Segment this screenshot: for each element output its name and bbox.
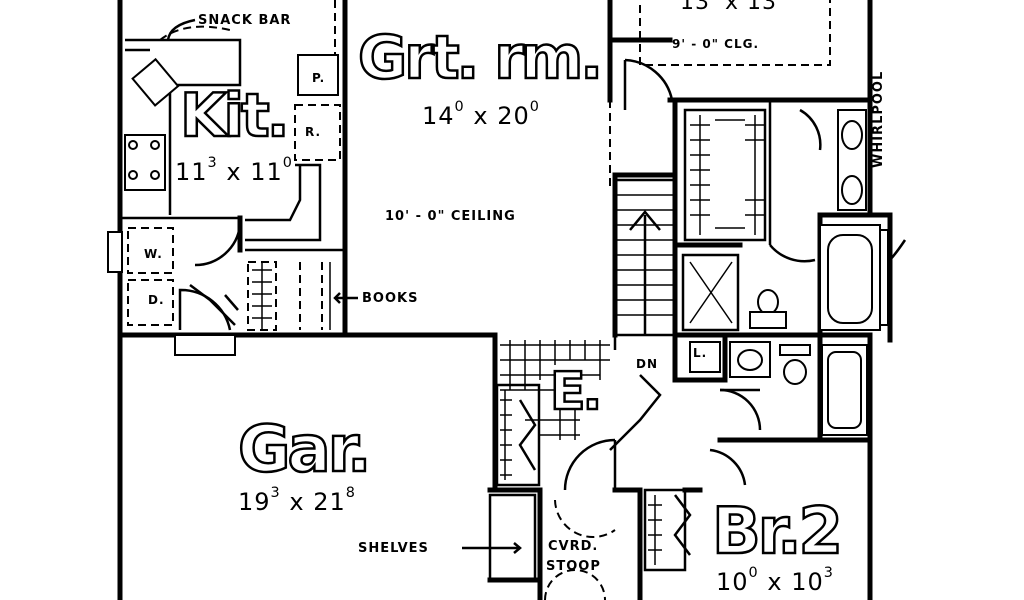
entry-title: E. — [549, 362, 604, 422]
bedroom2-x: x — [767, 568, 783, 596]
kitchen-counters — [124, 25, 341, 242]
entry-closet — [495, 374, 662, 487]
kitchen-door-swing — [194, 224, 242, 267]
kitchen-title: Kit. — [179, 81, 291, 151]
refrigerator-label: R. — [305, 125, 322, 139]
garage-width-ft: 19 — [238, 488, 271, 516]
kitchen-depth-in: 0 — [282, 155, 293, 171]
garage-depth-in: 8 — [345, 485, 356, 501]
linen-label: L. — [693, 346, 708, 360]
great-room-depth-in: 0 — [529, 99, 540, 115]
bedroom2-depth-in: 3 — [823, 565, 834, 581]
dryer-label: D. — [148, 293, 165, 307]
whirlpool-label: WHIRLPOOL — [871, 70, 886, 168]
bedroom2-dimensions: 100 x 103 — [716, 566, 834, 596]
washer-label: W. — [144, 247, 163, 261]
leader-lines — [166, 18, 907, 554]
bedroom2-depth-ft: 10 — [791, 568, 824, 596]
shelves-label: SHELVES — [358, 541, 429, 556]
covered-stoop-label-2: STOOP — [546, 559, 601, 574]
bookshelf-area — [247, 261, 331, 331]
garage-title: Gar. — [237, 413, 373, 487]
kitchen-x: x — [226, 158, 242, 186]
covered-stoop-label-1: CVRD. — [548, 539, 599, 554]
great-room-door-swing — [623, 58, 674, 110]
garage-shelves — [488, 493, 537, 582]
staircase — [613, 178, 677, 337]
bedroom2-closet — [643, 448, 747, 572]
kitchen-width-in: 3 — [207, 155, 218, 171]
garage-width-in: 3 — [270, 485, 281, 501]
laundry-area — [107, 227, 239, 356]
kitchen-dimensions: 113 x 110 — [175, 156, 293, 186]
entry-tile-floor — [500, 340, 610, 440]
top-room-ceiling-outline — [639, 0, 831, 66]
garage-depth-ft: 21 — [313, 488, 346, 516]
top-room-ceiling-label: 9' - 0" CLG. — [672, 37, 759, 51]
kitchen-width-ft: 11 — [175, 158, 208, 186]
great-room-ceiling-note: 10' - 0" CEILING — [385, 209, 516, 224]
bedroom2-width-in: 0 — [748, 565, 759, 581]
garage-dimensions: 193 x 218 — [238, 486, 356, 516]
great-room-depth-ft: 20 — [497, 102, 530, 130]
master-closet — [683, 108, 767, 242]
stair-down-label: DN — [636, 357, 659, 371]
snack-bar-label: SNACK BAR — [198, 13, 292, 28]
garage-x: x — [289, 488, 305, 516]
books-label: BOOKS — [362, 291, 419, 306]
master-bath-fixtures — [681, 108, 889, 332]
pantry-label: P. — [312, 71, 326, 85]
front-door — [544, 438, 617, 600]
great-room-width-ft: 14 — [422, 102, 455, 130]
great-room-width-in: 0 — [454, 99, 465, 115]
top-room-dimensions: 13' x 13' — [680, 0, 785, 15]
great-room-title: Grt. rm. — [357, 23, 605, 93]
second-bath-fixtures — [689, 341, 868, 436]
bedroom2-width-ft: 10 — [716, 568, 749, 596]
great-room-dimensions: 140 x 200 — [422, 100, 540, 130]
great-room-x: x — [473, 102, 489, 130]
kitchen-depth-ft: 11 — [250, 158, 283, 186]
bedroom2-title: Br.2 — [711, 495, 845, 569]
